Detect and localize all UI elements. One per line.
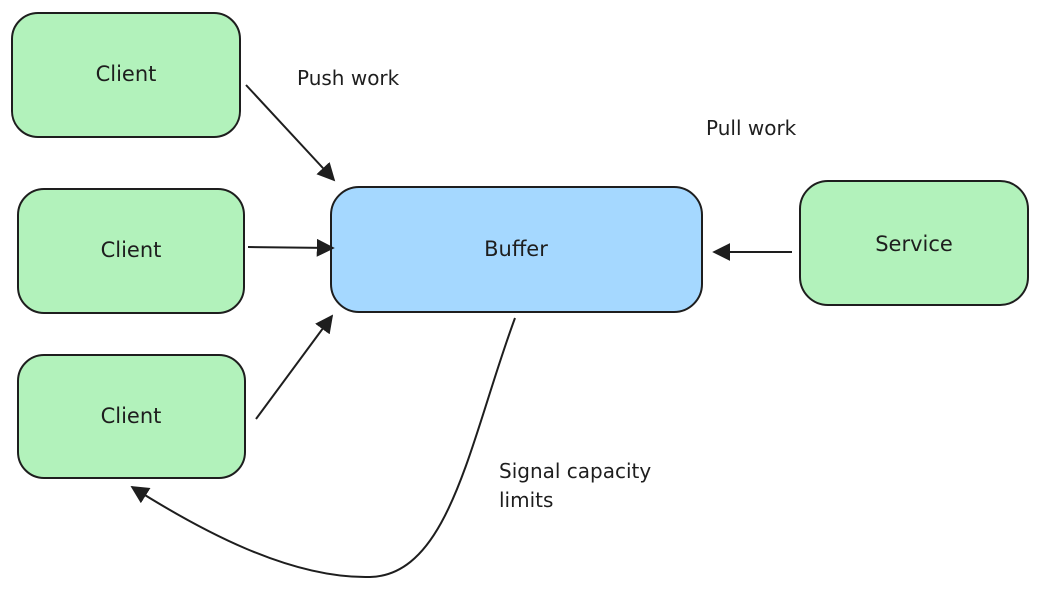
buffer-node-label: Buffer	[484, 237, 548, 261]
buffer-node[interactable]: Buffer	[330, 186, 703, 313]
signal-capacity-label-line1: Signal capacity	[499, 459, 651, 483]
service-node-box	[799, 180, 1029, 306]
client-node-2[interactable]: Client	[17, 188, 245, 314]
client-node-2-box	[17, 188, 245, 314]
client-node-2-label: Client	[101, 238, 162, 262]
client-node-1[interactable]: Client	[11, 12, 241, 138]
pull-work-label: Pull work	[706, 116, 797, 140]
push-work-label: Push work	[297, 66, 400, 90]
arrow-client2-to-buffer	[247, 238, 335, 257]
service-node-label: Service	[875, 232, 953, 256]
arrow-buffer-to-client3-feedback	[130, 317, 516, 579]
client-node-3-box	[17, 354, 246, 479]
client-node-1-label: Client	[96, 62, 157, 86]
service-node[interactable]: Service	[799, 180, 1029, 306]
client-node-3-label: Client	[101, 404, 162, 428]
arrow-client1-to-buffer	[245, 84, 336, 182]
arrow-client3-to-buffer	[255, 314, 334, 420]
client-node-3[interactable]: Client	[17, 354, 246, 479]
signal-capacity-label-line2: limits	[499, 488, 553, 512]
client-node-1-box	[11, 12, 241, 138]
